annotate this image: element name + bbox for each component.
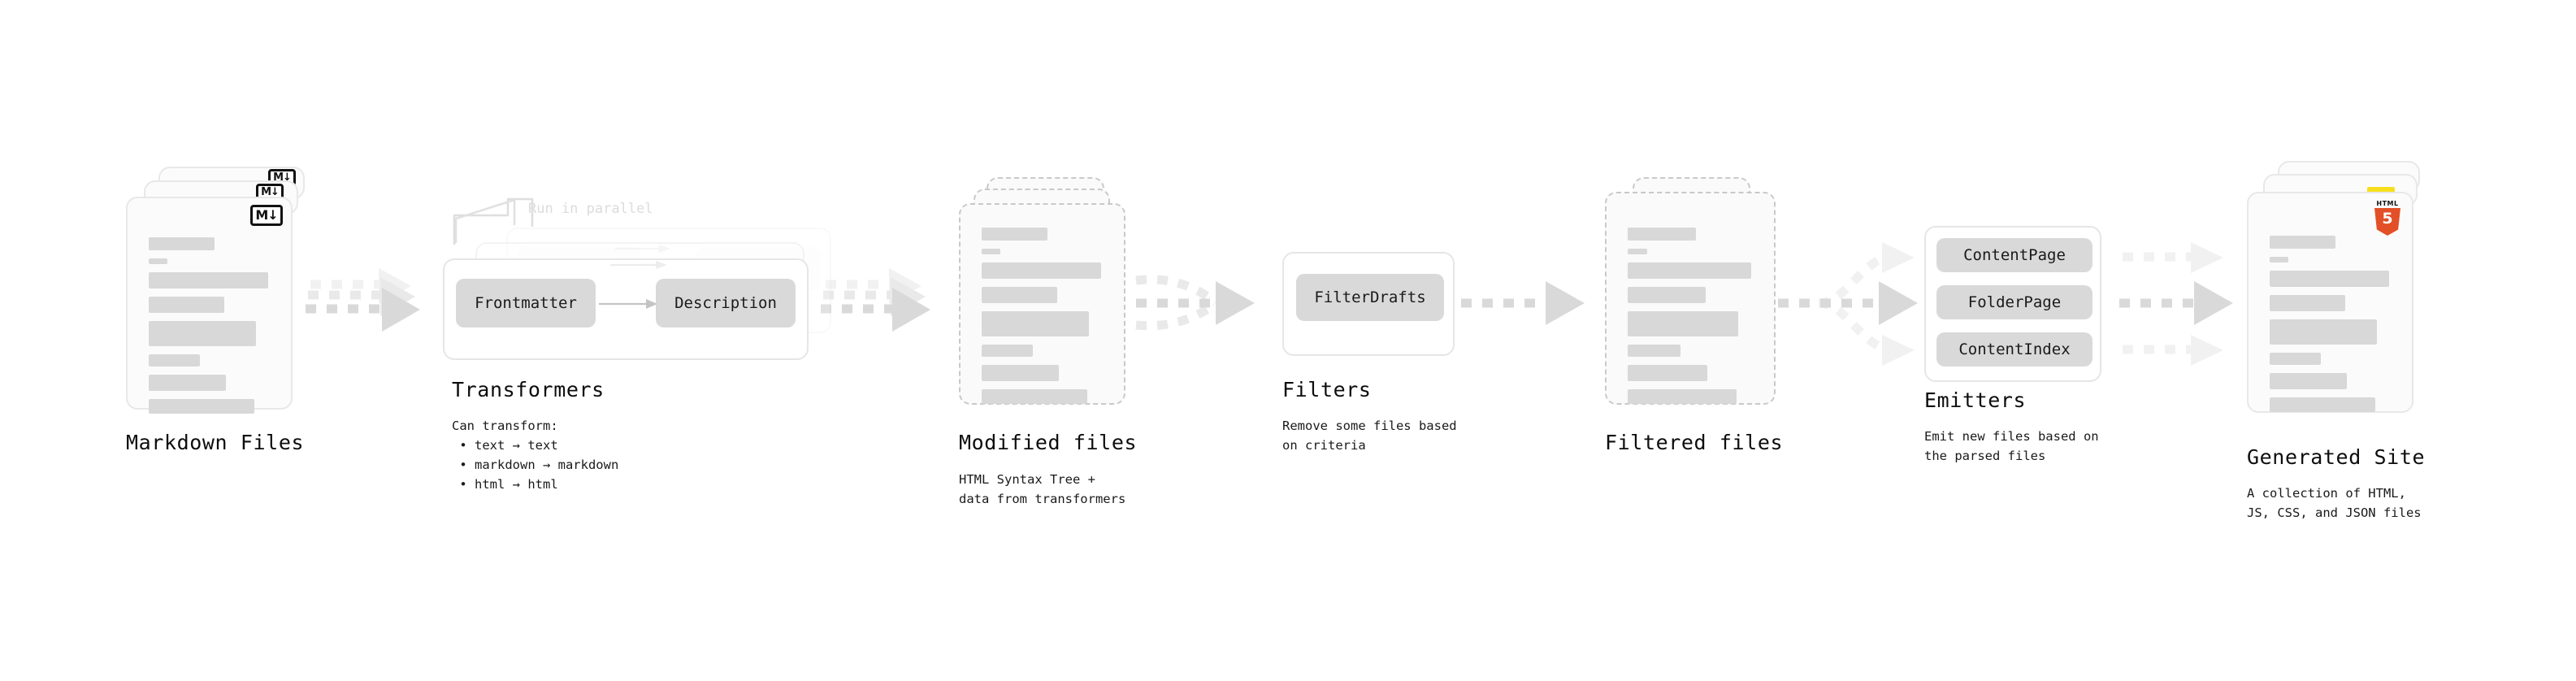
- stage-title-modified-files: Modified files: [959, 431, 1138, 454]
- arrow-filtered-to-emitters: [1778, 242, 1918, 366]
- transformer-pill-description[interactable]: Description: [656, 279, 796, 327]
- emitter-pill-contentpage[interactable]: ContentPage: [1936, 238, 2092, 272]
- markdown-doc-content: [149, 237, 273, 422]
- transformer-inner-arrow-ghosts: [610, 245, 670, 269]
- run-in-parallel-connector: [453, 197, 534, 245]
- site-doc-content: [2270, 236, 2394, 420]
- stage-title-transformers: Transformers: [452, 378, 605, 401]
- transformers-card-front[interactable]: Frontmatter Description: [443, 258, 809, 360]
- filtered-doc-content: [1628, 228, 1756, 412]
- generated-site-stack: HTML 5: [2247, 161, 2450, 413]
- markdown-files-stack: M↓ M↓ M↓: [126, 167, 321, 414]
- stage-title-generated-site: Generated Site: [2247, 445, 2426, 469]
- stage-title-markdown-files: Markdown Files: [126, 431, 305, 454]
- html5-badge: HTML 5: [2372, 201, 2403, 236]
- filters-card[interactable]: FilterDrafts: [1282, 252, 1455, 356]
- stage-subtitle-emitters: Emit new files based on the parsed files: [1924, 429, 2099, 464]
- html5-badge-shield: 5: [2374, 208, 2400, 236]
- transformers-group: Frontmatter Description: [443, 228, 833, 366]
- emitters-card[interactable]: ContentPage FolderPage ContentIndex: [1924, 226, 2101, 382]
- modified-doc-front: [959, 203, 1125, 405]
- stage-title-filters: Filters: [1282, 378, 1372, 401]
- transformer-inner-arrow: [599, 299, 657, 309]
- modified-doc-content: [982, 228, 1106, 412]
- stage-subtitle-generated-site: A collection of HTML, JS, CSS, and JSON …: [2247, 486, 2422, 521]
- filtered-files-stack: [1605, 177, 1792, 413]
- markdown-doc-front: M↓: [126, 197, 293, 414]
- run-in-parallel-note: Run in parallel: [528, 201, 653, 217]
- filter-pill-filterdrafts[interactable]: FilterDrafts: [1296, 274, 1444, 321]
- arrow-emitters-to-site: [2119, 242, 2233, 366]
- transformer-pill-frontmatter[interactable]: Frontmatter: [456, 279, 596, 327]
- stage-subtitle-modified-files: HTML Syntax Tree + data from transformer…: [959, 472, 1126, 507]
- emitter-pill-contentindex[interactable]: ContentIndex: [1936, 332, 2092, 367]
- stage-title-filtered-files: Filtered files: [1605, 431, 1784, 454]
- site-doc-front-html: HTML 5: [2247, 192, 2413, 413]
- modified-files-stack: [959, 177, 1146, 413]
- emitter-pill-folderpage[interactable]: FolderPage: [1936, 285, 2092, 319]
- markdown-badge-front: M↓: [250, 205, 283, 226]
- html5-badge-word: HTML: [2376, 200, 2399, 207]
- stage-subtitle-filters: Remove some files based on criteria: [1282, 419, 1457, 453]
- filtered-doc-front: [1605, 192, 1776, 405]
- stage-subtitle-transformers: Can transform: • text → text • markdown …: [452, 419, 619, 492]
- arrow-markdown-to-transformers: [306, 268, 420, 332]
- arrow-transformers-to-modified: [821, 268, 930, 332]
- stage-title-emitters: Emitters: [1924, 388, 2027, 412]
- arrow-modified-to-filters: [1135, 275, 1255, 331]
- arrow-filters-to-filtered: [1461, 281, 1585, 325]
